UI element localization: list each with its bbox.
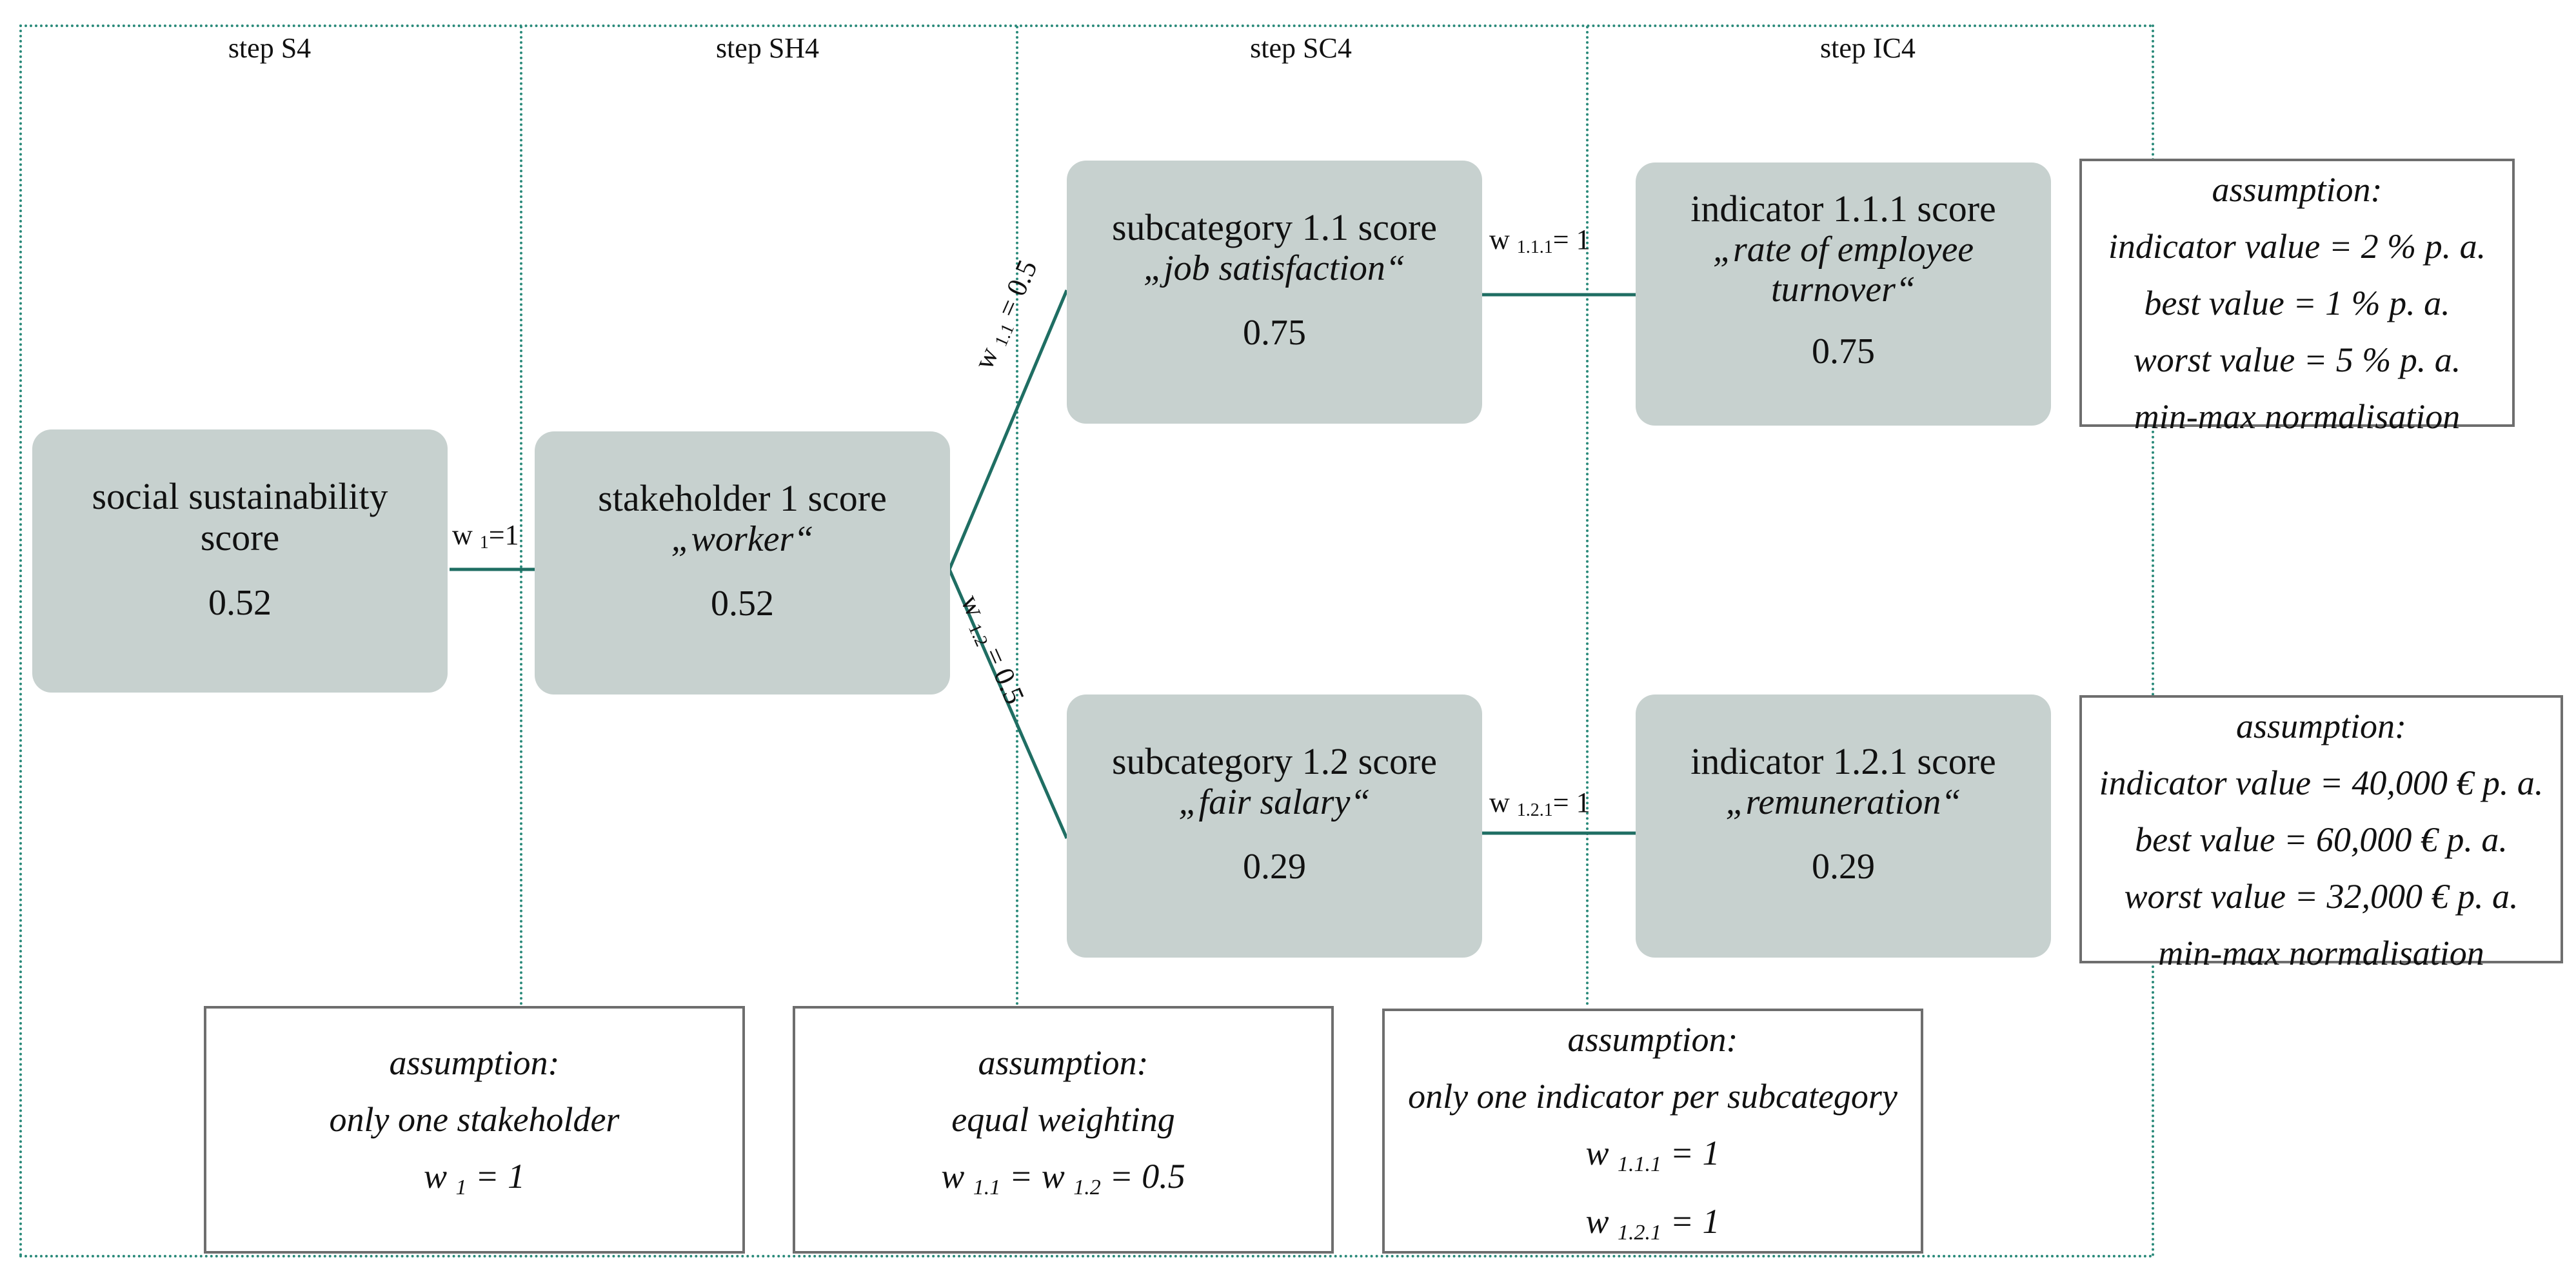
node-title: subcategory 1.2 score (1111, 740, 1438, 782)
assumption-box-indicator: assumption: only one indicator per subca… (1382, 1009, 1923, 1254)
assumption-line: best value = 60,000 € p. a. (2135, 820, 2508, 859)
assumption-line: only one stakeholder (329, 1100, 620, 1139)
node-score: 0.75 (1812, 331, 1875, 371)
node-score: 0.52 (208, 583, 272, 623)
weight-symbol: w (452, 519, 473, 551)
step-divider-1 (520, 26, 522, 1006)
node-subcategory-1-1: subcategory 1.1 score „job satisfaction“… (1067, 161, 1482, 424)
weight-value: = 1 (1552, 224, 1590, 255)
node-indicator-1-2-1: indicator 1.2.1 score „remuneration“ 0.2… (1636, 695, 2051, 958)
weight-symbol: w (1585, 1202, 1609, 1241)
node-stakeholder: stakeholder 1 score „worker“ 0.52 (535, 431, 950, 695)
weight-index: 1 (455, 1176, 467, 1199)
weight-index: 1 (479, 533, 489, 553)
assumption-box-indicator-1-2-1: assumption: indicator value = 40,000 € p… (2079, 695, 2563, 972)
assumption-heading: assumption: (978, 1043, 1149, 1082)
weight-index: 1.1 (991, 320, 1019, 350)
weight-symbol: w (941, 1157, 965, 1196)
weight-symbol: w (1489, 787, 1510, 818)
assumption-heading: assumption: (2212, 170, 2383, 209)
weight-index: 1.2.1 (1618, 1221, 1662, 1245)
weight-label-w1-1-1: w 1.1.1= 1 (1489, 224, 1590, 264)
assumption-box-weighting: assumption: equal weighting w 1.1 = w 1.… (793, 1006, 1334, 1254)
weight-index: 1.2 (964, 620, 992, 650)
assumption-heading: assumption: (2235, 707, 2406, 745)
assumption-box-indicator-1-1-1: assumption: indicator value = 2 % p. a. … (2079, 159, 2515, 436)
node-subtitle: „rate of employee (1712, 230, 1974, 270)
assumption-line: min-max normalisation (2158, 934, 2484, 972)
weight-label-w1-2-1: w 1.2.1= 1 (1489, 787, 1590, 827)
weight-value: = 1 (466, 1157, 525, 1196)
assumption-line: min-max normalisation (2134, 397, 2461, 436)
weight-index: 1.2.1 (1516, 800, 1553, 820)
assumption-formula: w 1 = 1 (206, 1148, 742, 1216)
step-label-sc4: step SC4 (1250, 32, 1352, 64)
edge-stakeholder-sub11 (947, 290, 1069, 570)
weight-index: 1.1.1 (1618, 1152, 1662, 1176)
node-title: indicator 1.2.1 score (1690, 740, 1996, 782)
node-score: 0.29 (1243, 847, 1306, 887)
node-score: 0.29 (1812, 847, 1875, 887)
node-title: score (200, 517, 280, 558)
node-subtitle: „fair salary“ (1178, 782, 1371, 822)
weight-symbol: = w (1000, 1157, 1065, 1196)
node-score: 0.52 (711, 584, 774, 624)
step-label-sh4: step SH4 (715, 32, 820, 64)
assumption-formula: w 1.1 = w 1.2 = 0.5 (795, 1148, 1331, 1216)
node-indicator-1-1-1: indicator 1.1.1 score „rate of employee … (1636, 163, 2051, 426)
step-divider-2 (1016, 26, 1018, 1006)
node-subtitle: „remuneration“ (1725, 782, 1961, 822)
weight-index: 1.2 (1073, 1176, 1101, 1199)
weight-label-w1: w 1=1 (452, 519, 519, 559)
assumption-formula: w 1.1.1 = 1 (1385, 1125, 1921, 1193)
node-title: social sustainability (92, 475, 388, 517)
weight-value: = 1 (1552, 787, 1590, 818)
node-subtitle: „job satisfaction“ (1143, 248, 1406, 288)
weight-value: = 0.5 (1100, 1157, 1185, 1196)
weight-symbol: w (424, 1157, 448, 1196)
edge-stakeholder-sub12 (947, 568, 1069, 840)
assumption-line: only one indicator per subcategory (1408, 1077, 1897, 1116)
node-social-sustainability: social sustainability score 0.52 (32, 429, 448, 693)
node-score: 0.75 (1243, 313, 1306, 353)
step-label-s4: step S4 (228, 32, 312, 64)
weight-value: = 1 (1661, 1134, 1720, 1172)
weight-value: = 1 (1661, 1202, 1720, 1241)
assumption-line: best value = 1 % p. a. (2144, 284, 2450, 322)
weight-value: =1 (488, 519, 519, 551)
assumption-box-stakeholder: assumption: only one stakeholder w 1 = 1 (204, 1006, 745, 1254)
weight-symbol: w (1585, 1134, 1609, 1172)
assumption-heading: assumption: (389, 1043, 560, 1082)
node-subtitle: „worker“ (671, 519, 814, 559)
weight-index: 1.1.1 (1516, 237, 1553, 257)
node-subcategory-1-2: subcategory 1.2 score „fair salary“ 0.29 (1067, 695, 1482, 958)
step-label-ic4: step IC4 (1820, 32, 1916, 64)
node-subtitle: turnover“ (1771, 270, 1916, 310)
assumption-line: worst value = 5 % p. a. (2133, 340, 2461, 379)
assumption-formula: w 1.2.1 = 1 (1385, 1193, 1921, 1261)
assumption-line: indicator value = 2 % p. a. (2108, 227, 2486, 266)
node-title: stakeholder 1 score (598, 477, 887, 519)
assumption-line: worst value = 32,000 € p. a. (2124, 877, 2519, 916)
assumption-line: indicator value = 40,000 € p. a. (2099, 764, 2544, 802)
step-divider-3 (1586, 26, 1589, 1006)
weight-symbol: w (1489, 224, 1510, 255)
weight-index: 1.1 (973, 1176, 1001, 1199)
assumption-line: equal weighting (951, 1100, 1175, 1139)
dotted-frame (19, 25, 2154, 1257)
assumption-heading: assumption: (1567, 1020, 1738, 1059)
node-title: indicator 1.1.1 score (1690, 188, 1996, 230)
node-title: subcategory 1.1 score (1111, 206, 1438, 248)
